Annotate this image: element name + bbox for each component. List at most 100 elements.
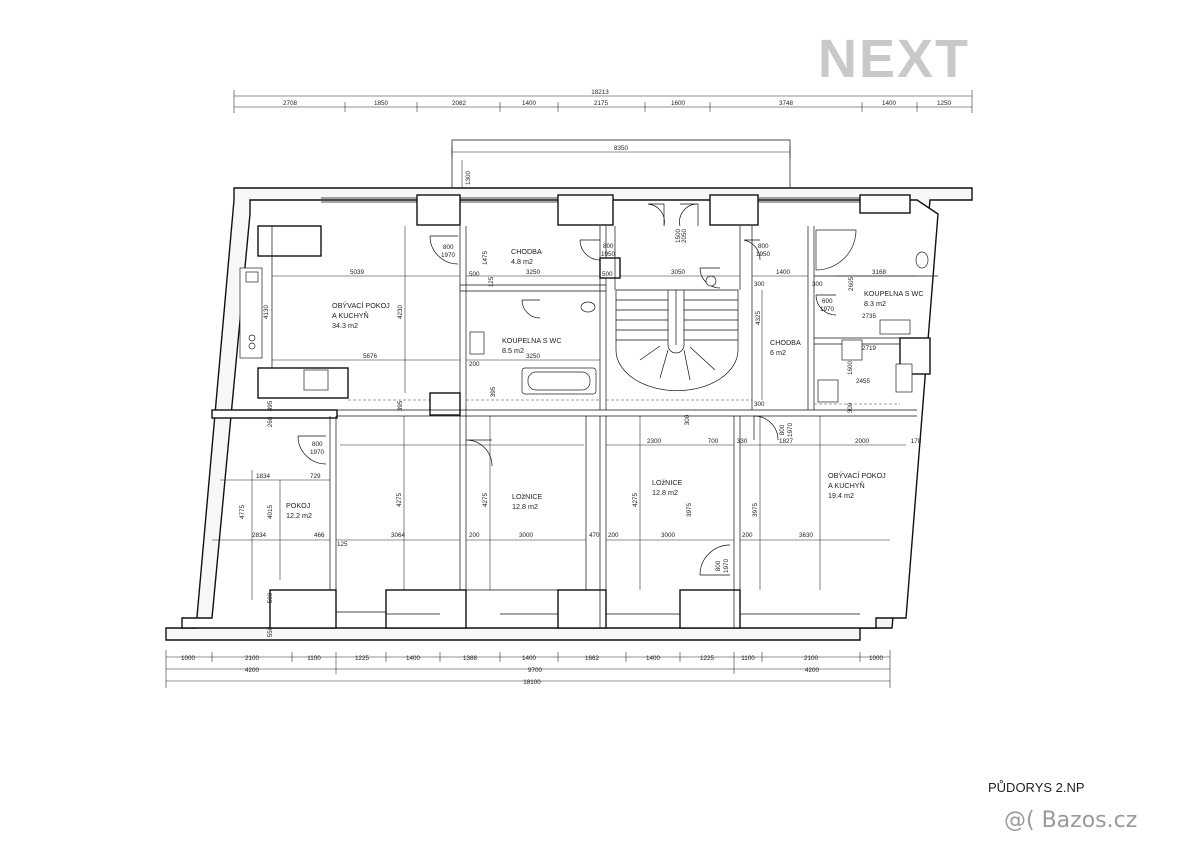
room-koupelna2-area: 8.3 m2: [864, 299, 886, 308]
room-chodba2-name: CHODBA: [770, 338, 801, 347]
openings: [348, 399, 900, 405]
dim-3250-a: 3250: [526, 269, 541, 276]
dim-5676: 5676: [363, 353, 378, 360]
dim-bottom-7: 1400: [522, 655, 537, 662]
dim-2605: 2605: [848, 277, 855, 292]
room-obyvaci1-line2: A KUCHYŇ: [332, 311, 369, 320]
dim-bottom-mid-3: 4200: [805, 667, 820, 674]
dim-bottom-2: 2100: [245, 655, 260, 662]
dim-330: 330: [737, 438, 748, 445]
room-chodba1-area: 4.8 m2: [511, 257, 533, 266]
dim-200-d: 200: [742, 532, 753, 539]
dim-466: 466: [314, 532, 325, 539]
next-logo: NEXT: [818, 29, 971, 89]
dim-bottom-total: 18100: [523, 679, 541, 686]
dim-bottom-6: 1388: [463, 655, 478, 662]
room-obyvaci2-area: 19.4 m2: [828, 491, 854, 500]
interior-dim-texts: 5039 4130 5676 4230 3250 3250 1475 800 1…: [239, 229, 922, 638]
dim-1827: 1827: [779, 438, 794, 445]
dim-1500: 1500: [675, 229, 682, 244]
dim-door-6-h: 1970: [723, 559, 730, 574]
dim-top-4: 1400: [522, 100, 537, 107]
dim-top-total: 18213: [591, 89, 609, 96]
dim-door-3-w: 800: [758, 243, 769, 250]
plan-caption: PŮDORYS 2.NP: [988, 780, 1085, 795]
dim-door-4-h: 1970: [820, 306, 835, 313]
dim-door-3-h: 1950: [756, 251, 771, 258]
interior-walls: [211, 194, 938, 629]
room-obyvaci1-line1: OBÝVACÍ POKOJ: [332, 301, 390, 310]
dim-729: 729: [310, 473, 321, 480]
dim-2000: 2000: [855, 438, 870, 445]
dim-4015: 4015: [267, 505, 274, 520]
dim-700: 700: [708, 438, 719, 445]
dim-2834: 2834: [252, 532, 267, 539]
dim-door-5-w: 800: [779, 424, 786, 435]
dim-door-5-h: 1970: [787, 423, 794, 438]
dim-door-6-w: 800: [715, 560, 722, 571]
balcony-dimensions: 8350 1300: [451, 139, 791, 192]
outer-walls: [165, 187, 973, 641]
dim-395-b: 395: [490, 386, 497, 397]
dim-300-d: 300: [847, 402, 854, 413]
room-loznice1-area: 12.8 m2: [512, 502, 538, 511]
dim-178: 178: [911, 438, 922, 445]
dim-top-1: 2708: [283, 100, 298, 107]
dim-bottom-5: 1400: [406, 655, 421, 662]
dim-4275-c: 4275: [632, 493, 639, 508]
dim-bottom-8: 1662: [585, 655, 600, 662]
dim-bottom-13: 1000: [869, 655, 884, 662]
dim-top-5: 2175: [594, 100, 609, 107]
room-pokoj-area: 12.2 m2: [286, 511, 312, 520]
room-loznice1-name: LOžNICE: [512, 492, 543, 501]
room-loznice2-name: LOžNICE: [652, 478, 683, 487]
dim-3050: 3050: [671, 269, 686, 276]
dim-bottom-mid-2: 9700: [528, 667, 543, 674]
dim-2300: 2300: [647, 438, 662, 445]
dim-3250-b: 3250: [526, 353, 541, 360]
dim-550: 550: [267, 626, 274, 637]
dim-200-b: 200: [469, 361, 480, 368]
bottom-dimensions: 1000 2100 1100 1225 1400 1388 1400 1662 …: [165, 650, 891, 688]
dim-bottom-3: 1100: [307, 655, 321, 662]
windows: [321, 197, 860, 615]
dim-395-a: 395: [397, 400, 404, 411]
dim-top-2: 1850: [374, 100, 389, 107]
dim-470: 470: [589, 532, 600, 539]
dim-bottom-10: 1225: [700, 655, 715, 662]
dim-1600: 1600: [847, 361, 854, 376]
dim-4275-a: 4275: [396, 493, 403, 508]
dim-1400: 1400: [776, 269, 791, 276]
dim-1475: 1475: [482, 251, 489, 266]
room-pokoj-name: POKOJ: [286, 501, 311, 510]
dim-300-a: 300: [754, 281, 765, 288]
dim-500-c: 500: [267, 592, 274, 603]
dim-3975-b: 3975: [752, 503, 759, 518]
bazos-watermark: @( Bazos.cz: [1004, 808, 1138, 833]
dim-door-7-w: 800: [312, 441, 323, 448]
dim-3168: 3168: [872, 269, 887, 276]
dim-top-8: 1400: [882, 100, 897, 107]
staircase: [615, 289, 739, 392]
dim-200-a: 200: [469, 532, 480, 539]
dim-balcony-depth: 1300: [465, 171, 472, 186]
dim-2719: 2719: [862, 345, 877, 352]
dim-1834: 1834: [256, 473, 271, 480]
room-loznice2-area: 12.8 m2: [652, 488, 678, 497]
dim-3000-a: 3000: [519, 532, 534, 539]
dim-300-c: 300: [684, 414, 691, 425]
dim-4130: 4130: [263, 305, 270, 320]
doors: [297, 203, 837, 576]
dim-top-7: 3748: [779, 100, 794, 107]
dim-door-4-w: 600: [822, 298, 833, 305]
dim-bottom-1: 1000: [181, 655, 196, 662]
dim-500-b: 500: [602, 271, 613, 278]
dim-2455: 2455: [856, 378, 871, 385]
room-obyvaci2-line2: A KUCHYŇ: [828, 481, 865, 490]
dim-door-2-w: 800: [603, 243, 614, 250]
dim-5039: 5039: [350, 269, 365, 276]
dim-2735: 2735: [862, 313, 877, 320]
dim-4275-b: 4275: [482, 493, 489, 508]
room-chodba1-name: CHODBA: [511, 247, 542, 256]
